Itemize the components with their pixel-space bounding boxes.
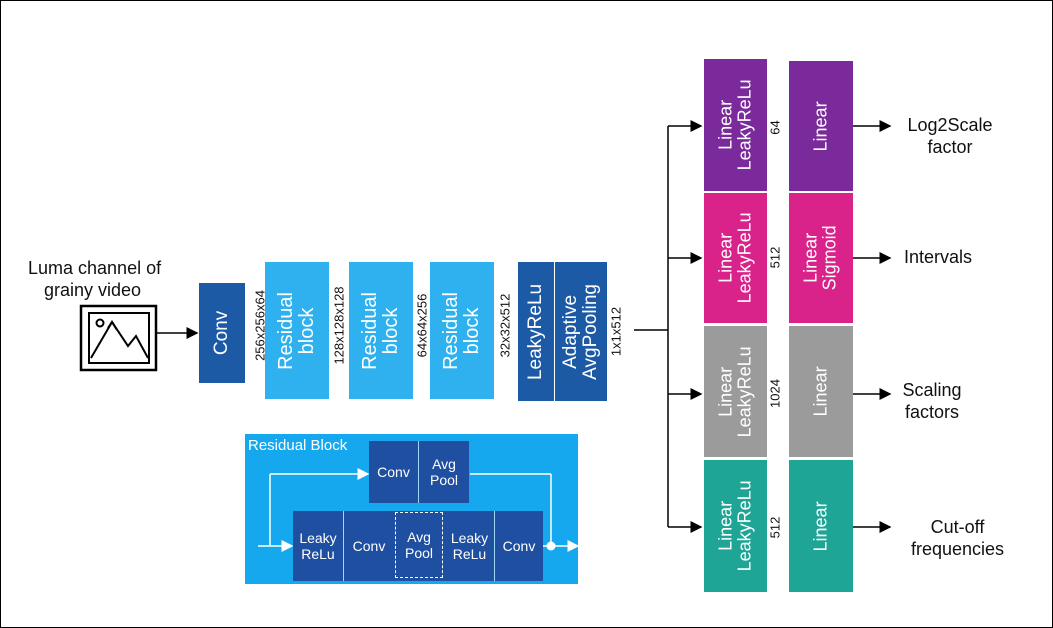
conv-label: Conv — [211, 310, 233, 356]
output-intervals: Intervals — [903, 247, 973, 267]
residual-block-2-line1: Residual — [359, 291, 382, 370]
dim-res2: 64x64x256 — [414, 293, 430, 358]
input-label: Luma channel of grainy video — [28, 258, 208, 301]
head-1-b-label: Linear — [810, 100, 831, 152]
input-label-line1: Luma channel of — [28, 258, 162, 278]
rb-main-row — [293, 511, 543, 581]
residual-block-1-line2: block — [296, 307, 319, 354]
adaptive-avgpool-block: Adaptive AvgPooling — [555, 262, 607, 401]
head-4-dim: 512 — [767, 516, 783, 539]
rb-conv-2-label: Conv — [502, 537, 536, 554]
residual-block-title: Residual Block — [248, 437, 348, 454]
residual-block-2-line2: block — [380, 307, 403, 354]
adaptive-avgpool-line2: AvgPooling — [580, 283, 601, 380]
residual-block-1-label: Residual block — [275, 291, 319, 370]
head-1-linear: Linear — [789, 61, 853, 191]
residual-block-2-label: Residual block — [359, 291, 403, 370]
residual-block-3: Residual block — [430, 262, 494, 399]
residual-block-3-line1: Residual — [440, 291, 463, 370]
dim-pool: 1x1x512 — [608, 306, 624, 357]
rb-conv-1: Conv — [344, 511, 394, 581]
residual-block-1: Residual block — [265, 262, 329, 399]
residual-block-2: Residual block — [349, 262, 413, 399]
rb-top-conv: Conv — [369, 441, 419, 503]
residual-block-3-line2: block — [461, 307, 484, 354]
head-3-dim: 1024 — [767, 379, 783, 408]
leakyrelu-label: LeakyReLu — [525, 283, 547, 380]
rb-conv-1-label: Conv — [352, 537, 386, 554]
head-3-b-label: Linear — [810, 366, 831, 417]
leakyrelu-block: LeakyReLu — [518, 262, 555, 401]
residual-block-1-line1: Residual — [275, 291, 298, 370]
head-3-linear: Linear — [789, 326, 853, 457]
head-4-b-label: Linear — [810, 500, 831, 552]
head-1-dim: 64 — [767, 120, 783, 135]
head-2-dim: 512 — [767, 246, 783, 269]
rb-conv-2: Conv — [495, 511, 543, 581]
adaptive-avgpool-label: Adaptive AvgPooling — [560, 283, 601, 380]
adaptive-avgpool-line1: Adaptive — [560, 294, 582, 369]
rb-top-conv-label: Conv — [377, 463, 410, 480]
dim-res3: 32x32x512 — [497, 293, 513, 358]
input-label-line2: grainy video — [44, 279, 142, 300]
residual-block-3-label: Residual block — [440, 291, 484, 370]
head-4-linear: Linear — [789, 460, 853, 592]
conv-block: Conv — [199, 283, 245, 383]
dim-res1: 128x128x128 — [331, 286, 347, 365]
